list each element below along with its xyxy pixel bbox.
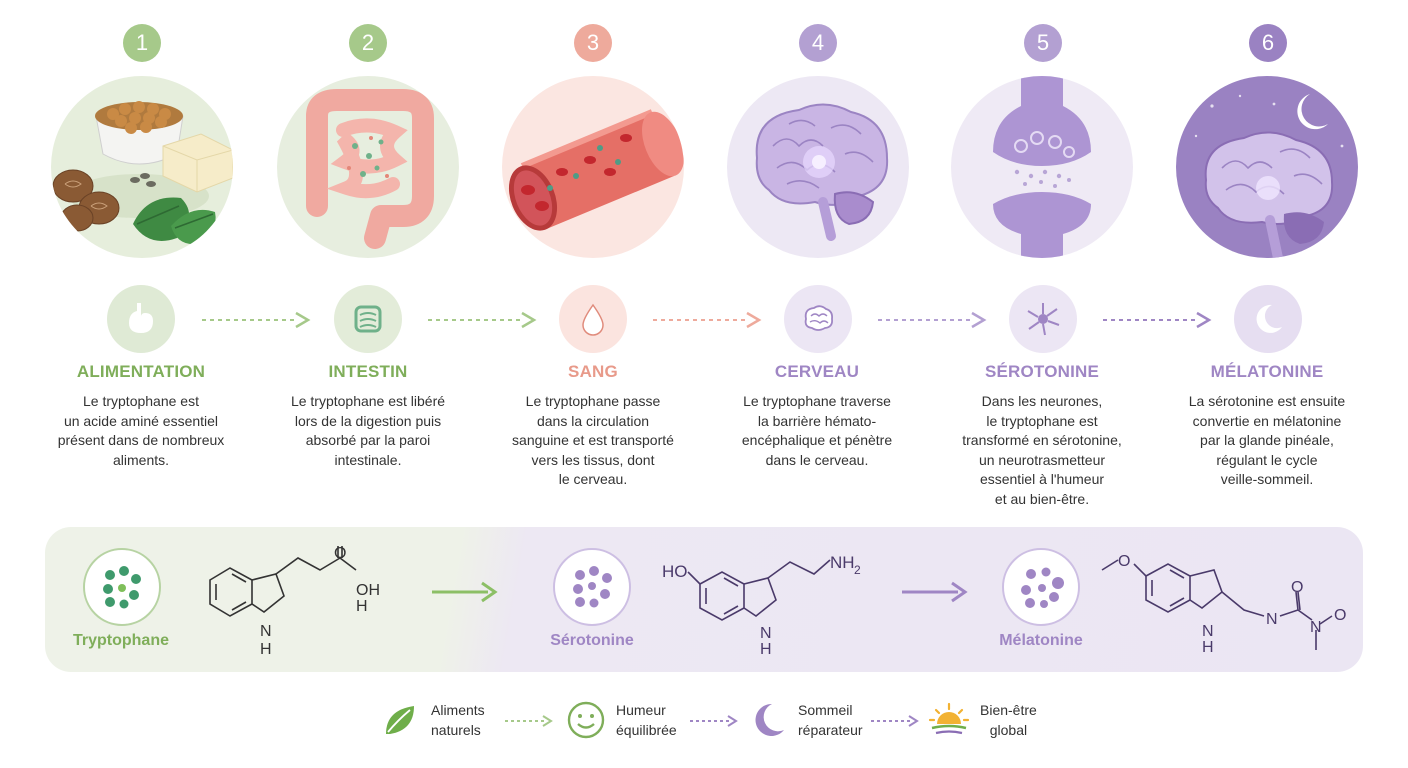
trp-atom-n: N — [260, 623, 272, 640]
intestine-illustration — [277, 76, 459, 258]
neuron-icon — [1009, 285, 1077, 353]
trp-atom-o: O — [334, 545, 346, 562]
synapse-illustration — [951, 76, 1133, 258]
step-title-melatonine: MÉLATONINE — [1210, 362, 1324, 381]
leaf-icon — [386, 706, 414, 734]
step-number-4: 4 — [799, 24, 837, 62]
step-number-3: 3 — [574, 24, 612, 62]
flow-arrow-2 — [428, 311, 537, 329]
flow-arrow-4 — [878, 311, 987, 329]
mel-atom-h: H — [1202, 639, 1214, 656]
molecule-name-tryptophane: Tryptophane — [72, 632, 169, 649]
tryptophane-structure: O OH H N H — [209, 545, 380, 658]
step-title-serotonine: SÉROTONINE — [984, 362, 1100, 381]
molecule-band — [45, 527, 1363, 672]
mel-atom-o2: O — [1291, 579, 1303, 596]
step-number-2: 2 — [349, 24, 387, 62]
trp-atom-h: H — [356, 598, 368, 615]
smiley-icon — [567, 701, 605, 739]
brain-icon — [784, 285, 852, 353]
melatonine-molecule-icon — [1002, 548, 1080, 626]
mel-atom-n3: N — [1310, 619, 1322, 636]
molecule-name-serotonine: Sérotonine — [550, 632, 634, 649]
serotonine-structure: HO NH 2 N H — [662, 553, 861, 658]
moon-icon — [755, 703, 784, 736]
brain-illustration — [727, 76, 909, 258]
band-arrow-2 — [902, 581, 968, 603]
step-title-alimentation: ALIMENTATION — [76, 362, 206, 381]
mel-atom-o3: O — [1334, 607, 1346, 624]
mel-atom-o: O — [1118, 553, 1130, 570]
flow-arrow-3 — [653, 311, 762, 329]
serotonine-molecule-icon — [553, 548, 631, 626]
stomach-icon — [107, 285, 175, 353]
ser-atom-nh2-sub: 2 — [854, 563, 861, 577]
intestine-icon — [334, 285, 402, 353]
moon-icon — [1234, 285, 1302, 353]
blood-vessel-illustration — [502, 76, 684, 258]
melatonine-structure: O N H N O N O — [1101, 553, 1346, 656]
step-title-cerveau: CERVEAU — [774, 362, 860, 381]
trp-atom-oh: OH — [356, 582, 380, 599]
ser-atom-h: H — [760, 641, 772, 658]
ser-atom-ho: HO — [662, 562, 688, 581]
sun-icon — [928, 702, 970, 735]
food-illustration — [51, 76, 233, 258]
step-number-6: 6 — [1249, 24, 1287, 62]
band-arrow-1 — [432, 581, 498, 603]
mel-atom-n2: N — [1266, 611, 1278, 628]
trp-atom-nh-h: H — [260, 641, 272, 658]
legend-arrow-1 — [505, 715, 553, 727]
step-title-intestin: INTESTIN — [328, 362, 408, 381]
tryptophane-molecule-icon — [83, 548, 161, 626]
step-number-1: 1 — [123, 24, 161, 62]
flow-arrow-5 — [1103, 311, 1212, 329]
molecule-name-melatonine: Mélatonine — [999, 632, 1083, 649]
flow-arrow-1 — [202, 311, 311, 329]
night-brain-illustration — [1176, 76, 1358, 258]
legend-arrow-2 — [690, 715, 738, 727]
blood-drop-icon — [559, 285, 627, 353]
step-number-5: 5 — [1024, 24, 1062, 62]
ser-atom-n: N — [760, 625, 772, 642]
legend-arrow-3 — [871, 715, 919, 727]
mel-atom-n: N — [1202, 623, 1214, 640]
ser-atom-nh: NH — [830, 553, 855, 572]
step-title-sang: SANG — [568, 362, 618, 381]
